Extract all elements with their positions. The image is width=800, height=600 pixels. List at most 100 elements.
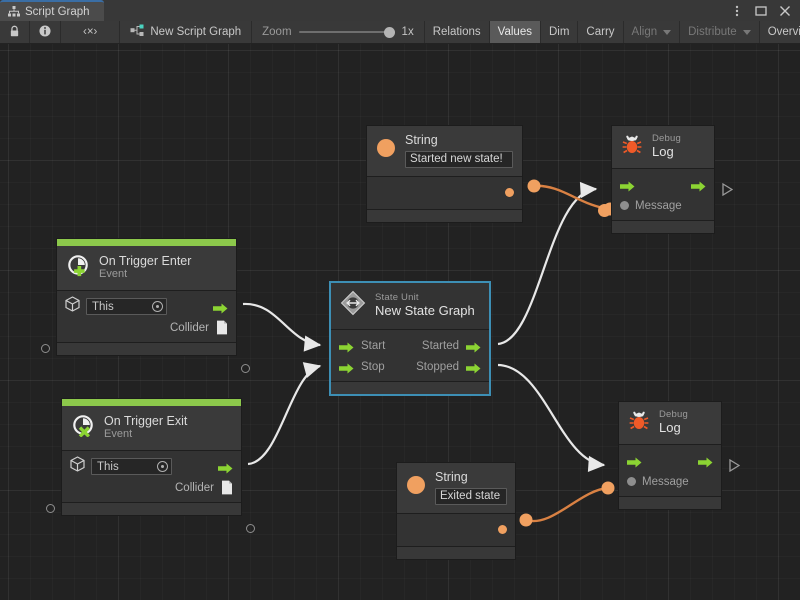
edge-trigger-exit-to-state-stop	[247, 362, 322, 466]
edge-endpoint-dot	[601, 481, 615, 495]
gameobject-cube-icon	[70, 456, 85, 477]
bug-icon	[628, 409, 650, 436]
state-unit-start-input-port[interactable]	[339, 340, 354, 353]
flow-input-port[interactable]	[627, 455, 642, 468]
debug-log-top-title: Log	[652, 144, 674, 160]
code-view-button[interactable]: ‹×›	[61, 21, 121, 43]
string-bottom-output-port[interactable]	[498, 524, 507, 534]
window-menu-button[interactable]	[730, 4, 744, 18]
zoom-slider-track	[298, 31, 395, 33]
toolbar-item-dim[interactable]: Dim	[541, 21, 579, 43]
window-close-button[interactable]	[778, 4, 792, 18]
zoom-slider-handle[interactable]	[383, 27, 395, 38]
bug-icon	[621, 133, 643, 160]
string-top-header: String Started new state!	[367, 126, 522, 177]
toolbar-item-align[interactable]: Align	[624, 21, 681, 43]
string-top-footer	[367, 208, 522, 222]
node-string-bottom[interactable]: String Exited state	[396, 462, 516, 560]
on-trigger-exit-subtitle: Event	[104, 428, 133, 441]
on-trigger-exit-footer	[62, 502, 241, 515]
edge-state-stopped-to-debug-log-bottom	[497, 363, 606, 473]
string-bottom-title: String	[435, 470, 468, 484]
node-on-trigger-enter[interactable]: On Trigger Enter Event This	[56, 238, 237, 356]
on-trigger-enter-flow-output-port[interactable]	[213, 301, 228, 314]
on-trigger-exit-external-collider-out[interactable]	[246, 524, 255, 533]
debug-log-top-external-message-in[interactable]	[598, 204, 611, 217]
script-graph-icon	[130, 24, 144, 40]
string-value-icon	[406, 475, 426, 500]
flow-output-port[interactable]	[698, 455, 713, 468]
string-bottom-header: String Exited state	[397, 463, 515, 514]
object-picker-icon[interactable]	[157, 461, 168, 472]
window-maximize-button[interactable]	[754, 4, 768, 18]
debug-log-top-footer	[612, 220, 714, 233]
object-picker-icon[interactable]	[152, 301, 163, 312]
debug-log-bottom-message-row: Message	[619, 471, 721, 492]
debug-log-top-external-out[interactable]	[722, 183, 733, 196]
flow-input-port[interactable]	[620, 179, 635, 192]
on-trigger-exit-external-in[interactable]	[46, 504, 55, 513]
node-debug-log-top[interactable]: Debug Log Message	[611, 125, 715, 234]
debug-log-top-subtitle: Debug	[652, 133, 681, 145]
state-unit-subtitle: State Unit	[375, 292, 419, 304]
on-trigger-exit-title: On Trigger Exit	[104, 413, 188, 428]
state-unit-start-label: Start	[361, 339, 386, 352]
on-trigger-enter-external-in[interactable]	[41, 344, 50, 353]
on-trigger-enter-footer	[57, 342, 236, 355]
on-trigger-exit-target-field[interactable]: This	[91, 458, 172, 475]
debug-log-bottom-header: Debug Log	[619, 402, 721, 445]
node-on-trigger-exit[interactable]: On Trigger Exit Event This	[61, 398, 242, 516]
align-label: Align	[631, 26, 658, 38]
toolbar-item-carry[interactable]: Carry	[578, 21, 624, 43]
state-unit-started-output-port[interactable]	[466, 340, 481, 353]
on-trigger-enter-title: On Trigger Enter	[99, 253, 192, 268]
event-clock-cross-icon	[71, 413, 95, 442]
info-button[interactable]	[30, 21, 61, 43]
on-trigger-exit-flow-output-port[interactable]	[218, 461, 233, 474]
chevron-down-icon	[742, 29, 751, 35]
debug-log-bottom-flow-row	[619, 450, 721, 471]
string-top-output-port[interactable]	[505, 187, 514, 197]
string-top-title: String	[405, 133, 438, 147]
string-bottom-value-field[interactable]: Exited state	[435, 487, 507, 505]
window-controls	[730, 0, 796, 21]
collider-doc-icon[interactable]	[216, 320, 228, 335]
node-debug-log-bottom[interactable]: Debug Log Message	[618, 401, 722, 510]
on-trigger-enter-target-field[interactable]: This	[86, 298, 167, 315]
toolbar-item-overview[interactable]: Overview	[760, 21, 800, 43]
node-string-top[interactable]: String Started new state!	[366, 125, 523, 223]
tab-script-graph[interactable]: Script Graph	[0, 0, 104, 21]
graph-icon	[8, 6, 20, 17]
state-unit-stopped-output-port[interactable]	[466, 361, 481, 374]
graph-name-field[interactable]: New Script Graph	[120, 21, 253, 43]
on-trigger-enter-external-collider-out[interactable]	[241, 364, 250, 373]
debug-log-bottom-subtitle: Debug	[659, 409, 688, 421]
string-top-value-field[interactable]: Started new state!	[405, 150, 513, 168]
message-label: Message	[642, 475, 689, 488]
graph-name-label: New Script Graph	[150, 26, 242, 38]
message-input-port[interactable]	[627, 477, 636, 486]
debug-log-bottom-title: Log	[659, 420, 681, 436]
lock-toggle-button[interactable]	[0, 21, 30, 43]
message-input-port[interactable]	[620, 201, 629, 210]
toolbar-item-values[interactable]: Values	[489, 21, 541, 43]
flow-output-port[interactable]	[691, 179, 706, 192]
zoom-slider[interactable]	[298, 26, 395, 38]
overview-label: Overview	[767, 26, 800, 38]
graph-canvas[interactable]: String Started new state!	[0, 44, 800, 600]
on-trigger-enter-collider-row: Collider	[57, 317, 236, 338]
toolbar-item-distribute[interactable]: Distribute	[680, 21, 760, 43]
node-state-unit[interactable]: State Unit New State Graph Start Started	[329, 281, 491, 396]
debug-log-top-message-row: Message	[612, 195, 714, 216]
collider-doc-icon[interactable]	[221, 480, 233, 495]
zoom-label: Zoom	[262, 26, 292, 38]
state-unit-stop-input-port[interactable]	[339, 361, 354, 374]
on-trigger-exit-body: This Collider	[62, 451, 241, 502]
state-unit-start-row: Start Started	[331, 335, 489, 356]
carry-label: Carry	[586, 26, 615, 38]
debug-log-bottom-external-out[interactable]	[729, 459, 740, 472]
toolbar-item-relations[interactable]: Relations	[425, 21, 490, 43]
string-top-body	[367, 176, 522, 209]
graph-edges	[242, 179, 617, 527]
